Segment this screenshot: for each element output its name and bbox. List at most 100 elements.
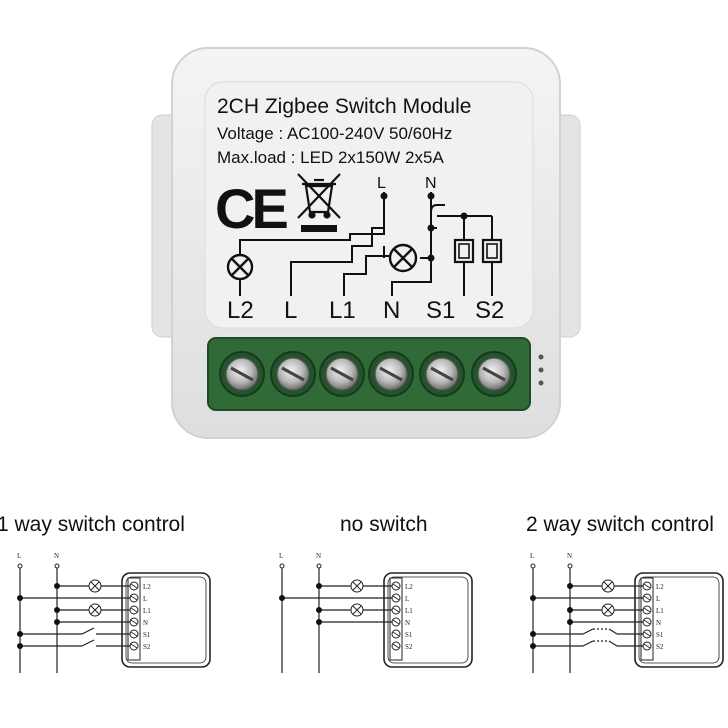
diagram-terminal-slot-6 xyxy=(392,643,400,649)
diagram-terminal-slot-5 xyxy=(643,631,651,637)
caption-one-way: 1 way switch control xyxy=(0,513,185,536)
diagram-module-inner xyxy=(638,576,720,664)
diagram-terminal-slot-6 xyxy=(130,643,138,649)
diagram-terminal-label-5: S1 xyxy=(656,631,664,639)
lamp-l2-symbol xyxy=(226,253,254,281)
diagram-terminal-label-3: L1 xyxy=(143,607,151,615)
diagram-terminal-label-2: L xyxy=(405,595,409,603)
diagram-terminal-slot-2 xyxy=(392,595,400,601)
diagram-terminal-slot-4 xyxy=(392,619,400,625)
diagram-l-terminal xyxy=(530,563,536,569)
terminal-label-l2: L2 xyxy=(227,297,254,324)
diagram-terminal-label-1: L2 xyxy=(143,583,151,591)
diagram-lamp-1-cross-b xyxy=(90,581,100,591)
label-panel xyxy=(204,81,534,329)
voltage-rating: Voltage : AC100-240V 50/60Hz xyxy=(217,124,452,143)
diagram-label-n: N xyxy=(567,552,572,560)
diagram-2way-sw1-1 xyxy=(582,640,594,647)
diagram-2way-sw2-0 xyxy=(608,628,618,635)
terminal-label-s2: S2 xyxy=(475,297,504,324)
diagram-l-terminal xyxy=(279,563,285,569)
diagram-n-terminal xyxy=(567,563,573,569)
diagram-terminal-label-3: L1 xyxy=(656,607,664,615)
diagram-terminal-label-6: S2 xyxy=(656,643,664,651)
max-load-rating: Max.load : LED 2x150W 2x5A xyxy=(217,148,444,167)
schematic-label-l: L xyxy=(377,175,386,192)
diagram-module-box xyxy=(121,572,211,668)
schematic-junctions xyxy=(380,192,468,262)
diagram-l-terminal xyxy=(17,563,23,569)
diagram-terminal-label-3: L1 xyxy=(405,607,413,615)
switch-module-photo: 2CH Zigbee Switch Module Voltage : AC100… xyxy=(151,47,581,439)
weee-bin-icon xyxy=(297,173,341,219)
diagram-dot-n3 xyxy=(567,619,573,625)
screw-slot-4 xyxy=(379,366,403,382)
terminal-label-s1: S1 xyxy=(426,297,455,324)
status-indicator-dots xyxy=(538,354,544,386)
diagram-terminal-label-2: L xyxy=(143,595,147,603)
weee-bar xyxy=(301,225,337,232)
diagram-terminal-label-1: L2 xyxy=(656,583,664,591)
diagram-label-l: L xyxy=(530,552,534,560)
diagram-terminal-slot-1 xyxy=(643,583,651,589)
diagram-terminal-slot-4 xyxy=(643,619,651,625)
diagram-n-terminal xyxy=(316,563,322,569)
module-title: 2CH Zigbee Switch Module xyxy=(217,95,471,118)
diagram-2way-dot-0 xyxy=(530,631,536,637)
diagram-dot-n3 xyxy=(316,619,322,625)
diagram-terminal-label-5: S1 xyxy=(405,631,413,639)
diagram-terminal-slot-3 xyxy=(643,607,651,613)
diagram-dot-s2 xyxy=(17,643,23,649)
diagram-2way-sw1-0 xyxy=(582,628,594,635)
diagram-terminal-label-1: L2 xyxy=(405,583,413,591)
diagram-terminal-label-5: S1 xyxy=(143,631,151,639)
diagram-dot-l xyxy=(17,595,23,601)
terminal-label-l1: L1 xyxy=(329,297,356,324)
diagram-terminal-slot-4 xyxy=(130,619,138,625)
diagram-lamp-1-cross-b xyxy=(352,581,362,591)
screw-slot-2 xyxy=(281,366,305,382)
diagram-terminal-label-4: N xyxy=(656,619,661,627)
diagram-s1-switch xyxy=(81,627,95,635)
diagram-module-box xyxy=(634,572,724,668)
diagram-dot-n3 xyxy=(54,619,60,625)
diagram-terminal-slot-1 xyxy=(130,583,138,589)
terminal-label-n: N xyxy=(383,297,400,324)
diagram-lamp-2-cross-b xyxy=(90,605,100,615)
diagram-terminal-label-4: N xyxy=(405,619,410,627)
diagram-terminal-label-2: L xyxy=(656,595,660,603)
diagram-dot-n2 xyxy=(316,607,322,613)
caption-no-switch: no switch xyxy=(340,513,428,536)
diagram-label-l: L xyxy=(279,552,283,560)
ce-mark: CE xyxy=(215,177,287,240)
lamp-l1-symbol xyxy=(388,243,418,273)
diagram-label-n: N xyxy=(316,552,321,560)
diagram-terminal-slot-3 xyxy=(130,607,138,613)
terminal-screws xyxy=(219,351,517,397)
diagram-module-inner xyxy=(387,576,469,664)
diagram-dot-n1 xyxy=(567,583,573,589)
diagram-module-box xyxy=(383,572,473,668)
diagram-dot-n1 xyxy=(54,583,60,589)
diagram-module-inner xyxy=(125,576,207,664)
diagram-2way-dot-1 xyxy=(530,643,536,649)
diagram-dot-n2 xyxy=(567,607,573,613)
diagram-dot-l xyxy=(530,595,536,601)
diagram-terminal-slot-3 xyxy=(392,607,400,613)
diagram-terminal-label-6: S2 xyxy=(405,643,413,651)
diagram-lamp-2-cross-b xyxy=(352,605,362,615)
diagram-dot-l xyxy=(279,595,285,601)
diagram-lamp-2-cross-b xyxy=(603,605,613,615)
diagram-terminal-slot-6 xyxy=(643,643,651,649)
diagram-terminal-slot-2 xyxy=(130,595,138,601)
diagram-s2-switch xyxy=(81,639,95,647)
diagram-dot-s1 xyxy=(17,631,23,637)
screw-slot-6 xyxy=(482,366,506,382)
diagram-label-l: L xyxy=(17,552,21,560)
caption-two-way: 2 way switch control xyxy=(526,513,714,536)
diagram-terminal-slot-5 xyxy=(392,631,400,637)
diagram-lamp-1-cross-b xyxy=(603,581,613,591)
